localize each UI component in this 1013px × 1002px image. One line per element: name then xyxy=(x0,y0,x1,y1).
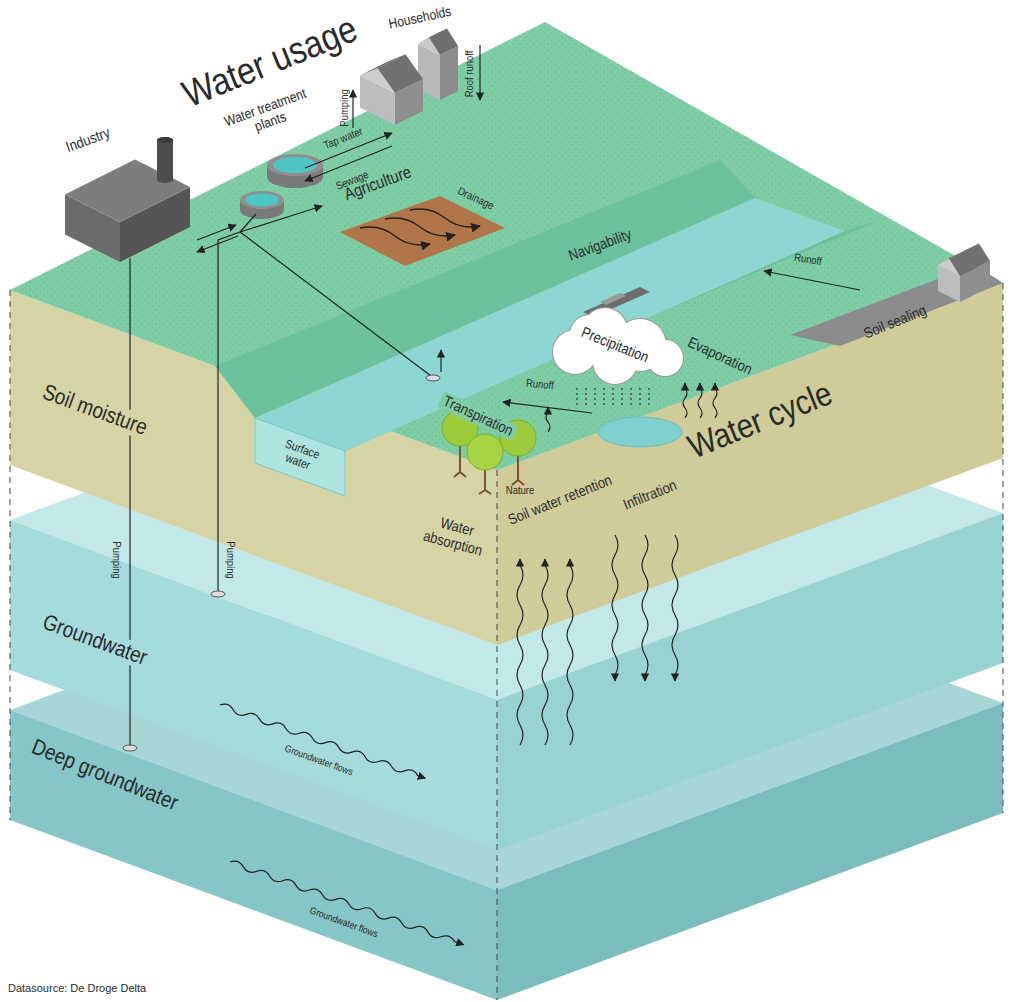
chimney-top xyxy=(157,137,173,143)
house-right-side xyxy=(938,244,990,303)
diagram-label: Groundwater flows xyxy=(305,903,383,940)
diagram-label: Pumping xyxy=(111,538,123,582)
pond xyxy=(598,417,682,447)
tank-top xyxy=(240,191,284,209)
diagram-label: Pumping xyxy=(338,86,350,130)
intake-line xyxy=(240,232,431,376)
infiltration-arrow xyxy=(642,535,648,681)
diagram-label: Drainage xyxy=(453,183,499,213)
diagram-label: Nature xyxy=(502,484,537,496)
houses xyxy=(360,29,458,126)
diagram-label: Industry xyxy=(60,123,115,157)
diagram-label: Soil moisture xyxy=(36,379,153,441)
diagram-label: Navigability xyxy=(563,225,637,265)
pump xyxy=(123,745,137,751)
diagram-label: Agriculture xyxy=(339,162,418,206)
pumping-arrow xyxy=(352,90,353,128)
pump xyxy=(211,591,225,597)
pump xyxy=(426,375,440,381)
channel-front xyxy=(255,418,345,496)
diagram-label: Precipitation xyxy=(576,323,654,367)
drainage-arrow xyxy=(410,209,480,227)
boat-cabin xyxy=(600,293,626,305)
ground-texture xyxy=(10,22,1003,470)
pumping-line xyxy=(218,232,240,591)
absorption-arrow xyxy=(542,559,548,745)
tree-crown xyxy=(467,434,503,470)
evaporation-arrow xyxy=(713,383,717,418)
diagram-label: Runoff xyxy=(522,376,558,392)
transpiration-arrow xyxy=(546,407,550,432)
diagram-label: Transpiration xyxy=(437,391,518,440)
absorption-arrow xyxy=(567,559,573,745)
diagram-label: Households xyxy=(384,3,456,33)
diagram-label: Deep groundwater xyxy=(25,733,185,816)
runoff-arrow xyxy=(764,271,860,290)
return-arrow xyxy=(197,225,236,240)
diagram-label: Runoff xyxy=(790,250,826,267)
flow-arrow xyxy=(229,859,465,947)
tank-water xyxy=(273,157,317,173)
chimney xyxy=(157,137,173,183)
flow-arrow xyxy=(219,702,426,781)
rain xyxy=(577,388,649,408)
diagram-label: Water cycle xyxy=(680,373,841,467)
tank-top xyxy=(267,154,323,176)
diagram-label: Roof runoff xyxy=(463,47,475,101)
guide-line xyxy=(10,283,1003,1000)
diagram-label: Surface water xyxy=(266,433,333,479)
diagram-label: Infiltration xyxy=(618,476,682,515)
intake-arrow xyxy=(440,350,441,372)
factory xyxy=(65,137,190,262)
evaporation-arrow xyxy=(683,383,687,418)
supply-arrow xyxy=(240,206,322,232)
supply-line xyxy=(240,214,256,232)
infiltration-arrow xyxy=(612,535,618,681)
absorption-arrow xyxy=(517,559,523,745)
groundwater-flow xyxy=(229,859,465,947)
diagram-label: Soil sealing xyxy=(858,301,932,344)
groundwater-flow xyxy=(219,702,426,781)
diagram-label: Soil water retention xyxy=(503,470,618,529)
pumping-line xyxy=(129,258,130,745)
tank-water xyxy=(245,194,279,207)
drainage-arrow xyxy=(360,227,430,245)
surface-water-channel xyxy=(255,198,845,496)
diagram-label: Evaporation xyxy=(682,333,758,380)
diagram-label: Groundwater xyxy=(36,609,154,671)
diagram-label: Pumping xyxy=(225,538,237,582)
house-roof xyxy=(949,244,990,277)
diagram-label: Groundwater flows xyxy=(280,741,358,778)
drainage-arrow xyxy=(385,218,455,236)
evaporation-arrow xyxy=(698,383,702,418)
ground-top xyxy=(10,22,1003,470)
flow-lines xyxy=(130,45,860,948)
house-roof xyxy=(378,54,424,93)
cloud xyxy=(553,308,683,384)
diagram-label: Water absorption xyxy=(413,509,496,561)
caption: Datasource: De Droge Delta xyxy=(8,982,146,994)
roof-runoff-arrow xyxy=(479,45,480,100)
house-right xyxy=(440,46,458,100)
infiltration-arrow xyxy=(672,535,678,681)
ground-surface xyxy=(10,22,1003,470)
house-roof xyxy=(429,29,458,56)
diagram-label: Tap water xyxy=(319,123,368,152)
